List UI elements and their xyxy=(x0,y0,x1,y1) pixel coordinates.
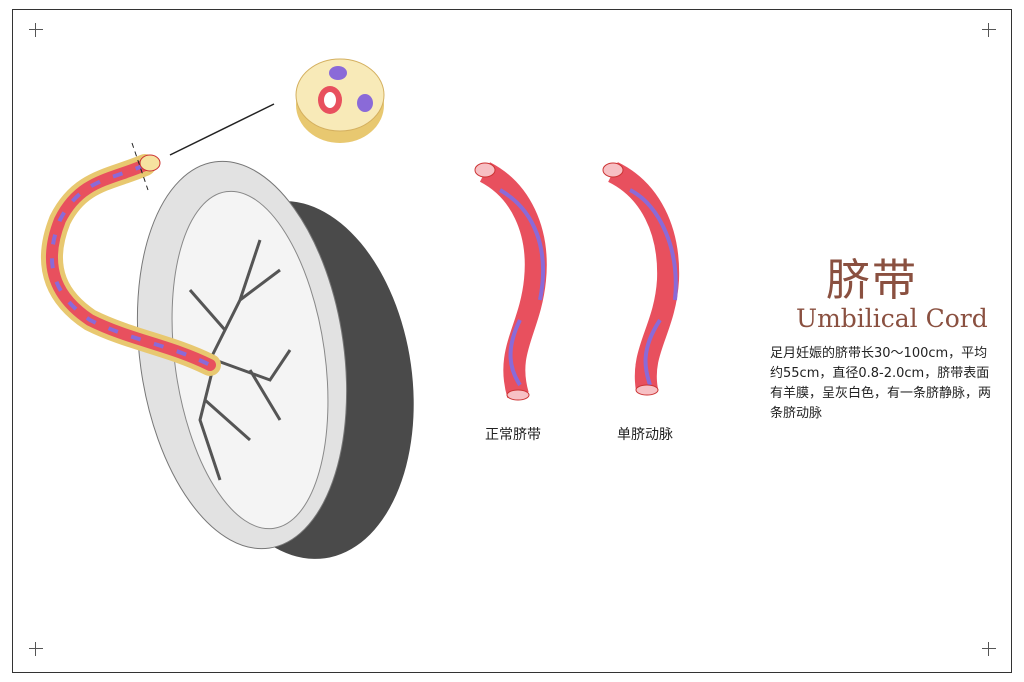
title-chinese: 脐带 xyxy=(826,255,918,306)
cord-cross-section xyxy=(295,58,385,143)
corner-mark xyxy=(982,642,996,656)
title-english: Umbilical Cord xyxy=(796,304,988,333)
corner-mark xyxy=(29,642,43,656)
corner-mark xyxy=(982,23,996,37)
caption-normal-cord: 正常脐带 xyxy=(485,427,541,443)
normal-cord-illustration xyxy=(474,162,547,401)
umbilical-cord-illustration xyxy=(41,103,275,376)
border-frame xyxy=(12,9,1012,673)
single-artery-cord-illustration xyxy=(602,162,680,396)
caption-single-artery: 单脐动脉 xyxy=(617,427,673,443)
description-text: 足月妊娠的脐带长30～100cm，平均约55cm，直径0.8-2.0cm，脐带表… xyxy=(770,346,992,421)
placenta-illustration xyxy=(136,160,414,559)
corner-mark xyxy=(29,23,43,37)
